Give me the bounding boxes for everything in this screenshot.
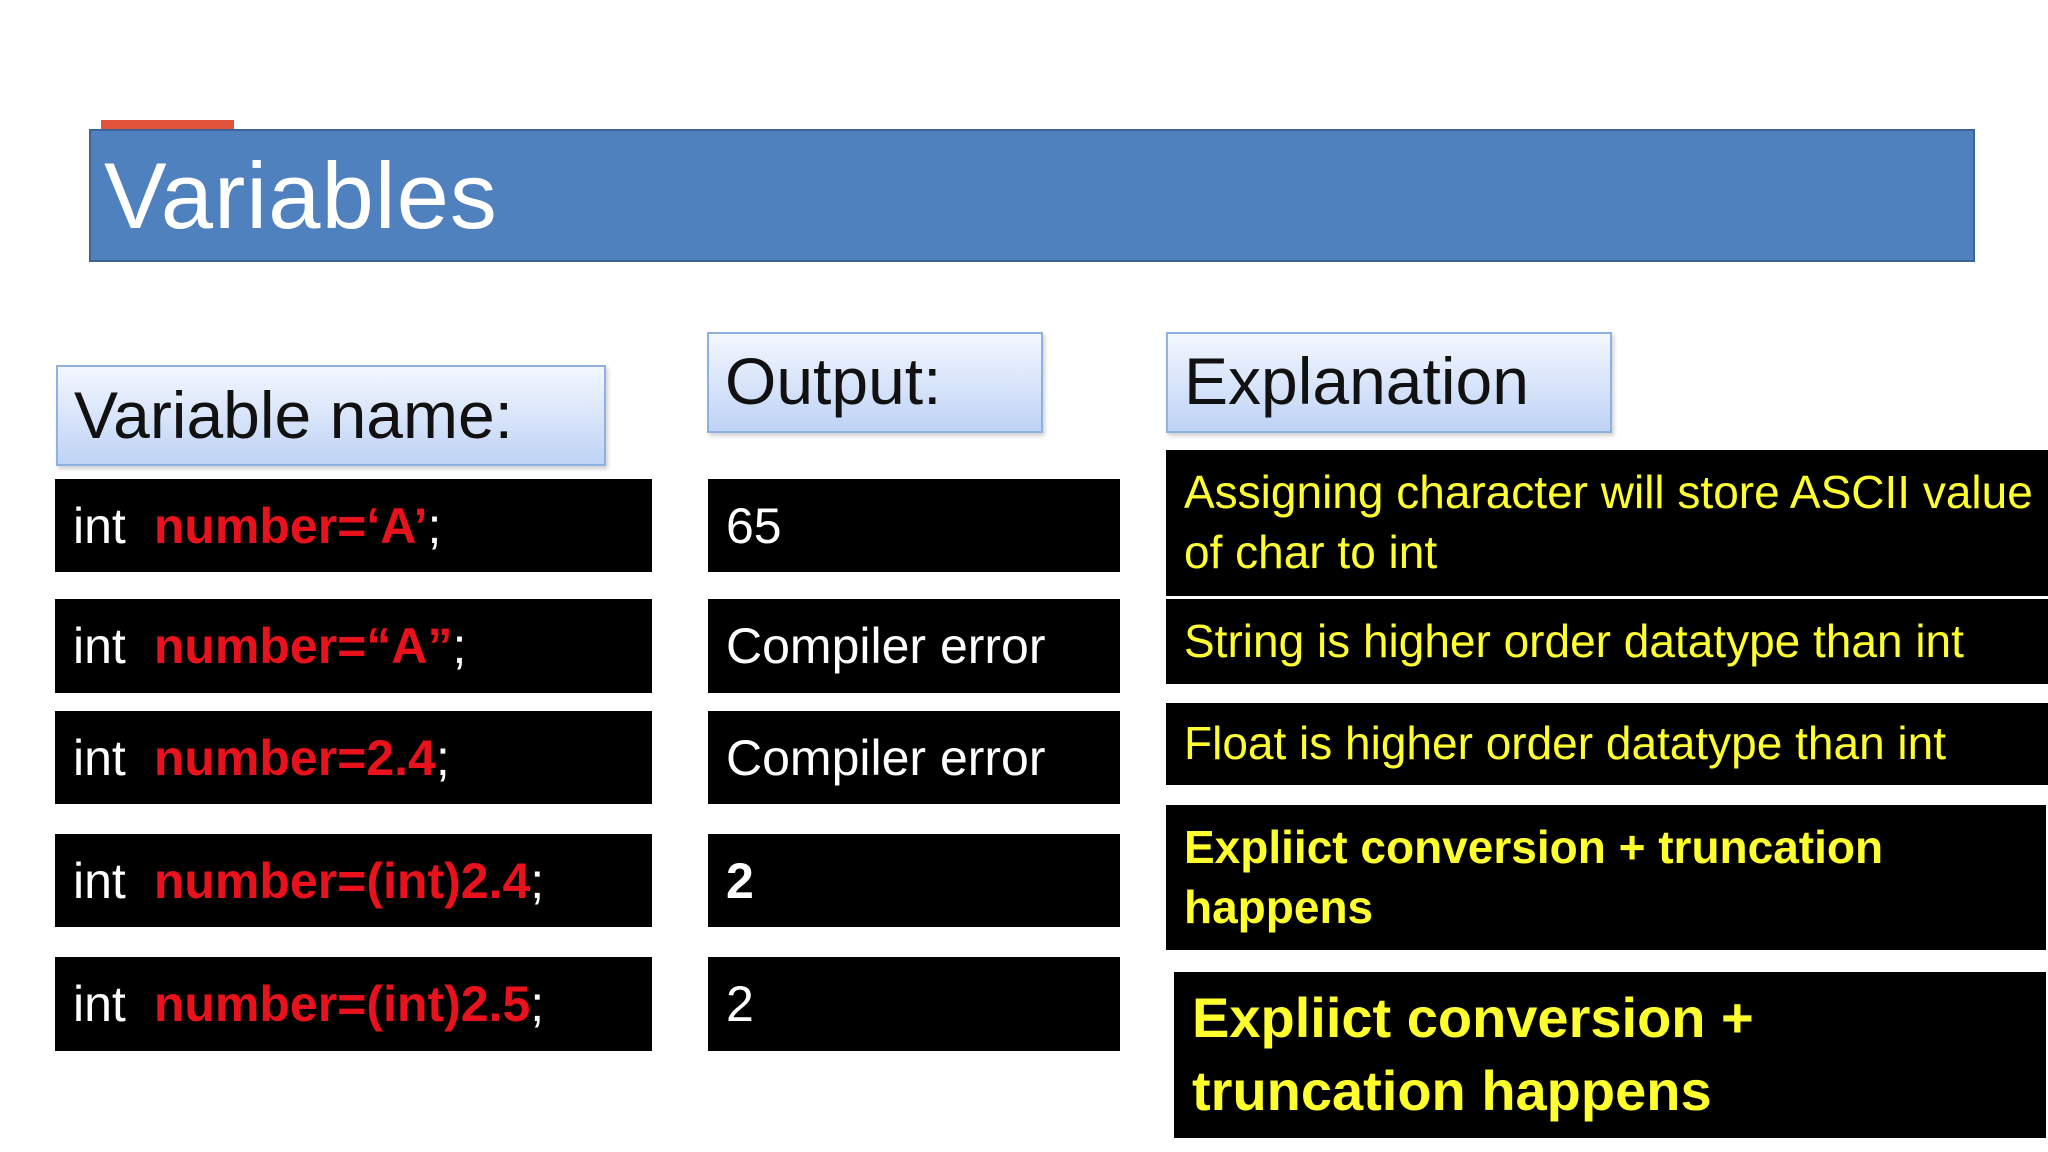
explanation-text: String is higher order datatype than int (1184, 614, 1964, 667)
code-expression: number=(int)2.5 (153, 976, 531, 1032)
semicolon: ; (435, 729, 450, 786)
explanation-cell-3: Float is higher order datatype than int (1166, 703, 2048, 785)
output-value: 2 (726, 976, 754, 1032)
code-expression: number=‘A’ (153, 497, 428, 554)
output-cell-2: Compiler error (708, 599, 1120, 693)
semicolon: ; (530, 976, 545, 1032)
slide-title: Variables (104, 143, 498, 248)
code-expression: number=2.4 (153, 729, 436, 786)
variable-cell-5: int number=(int)2.5; (55, 957, 652, 1051)
title-accent-line (101, 120, 234, 130)
output-value: Compiler error (726, 618, 1046, 674)
explanation-cell-4: Expliict conversion + truncation happens (1166, 805, 2046, 950)
header-explanation: Explanation (1166, 332, 1612, 433)
type-keyword: int (73, 497, 126, 554)
semicolon: ; (530, 852, 545, 909)
type-keyword: int (73, 976, 126, 1032)
explanation-cell-2: String is higher order datatype than int (1166, 599, 2048, 684)
explanation-text: Assigning character will store ASCII val… (1184, 466, 2033, 578)
header-variable-name: Variable name: (56, 365, 606, 466)
explanation-text: Float is higher order datatype than int (1184, 717, 1947, 770)
code-expression: number=“A” (153, 618, 453, 674)
variable-cell-4: int number=(int)2.4; (55, 834, 652, 927)
semicolon: ; (427, 497, 442, 554)
explanation-text: Expliict conversion + truncation happens (1192, 986, 1754, 1122)
header-explanation-label: Explanation (1184, 344, 1529, 418)
title-bar (89, 129, 1975, 262)
variable-cell-2: int number=“A”; (55, 599, 652, 693)
explanation-text: Expliict conversion + truncation happens (1184, 820, 1884, 933)
output-cell-5: 2 (708, 957, 1120, 1051)
output-value: 2 (726, 852, 754, 909)
explanation-cell-1: Assigning character will store ASCII val… (1166, 450, 2048, 596)
semicolon: ; (452, 618, 467, 674)
output-cell-1: 65 (708, 479, 1120, 572)
type-keyword: int (73, 618, 126, 674)
output-cell-3: Compiler error (708, 711, 1120, 804)
variable-cell-3: int number=2.4 ; (55, 711, 652, 804)
variable-cell-1: int number=‘A’; (55, 479, 652, 572)
output-value: 65 (726, 497, 782, 554)
type-keyword: int (73, 852, 126, 909)
header-output-label: Output: (725, 344, 942, 418)
output-cell-4: 2 (708, 834, 1120, 927)
output-value: Compiler error (726, 729, 1046, 786)
header-variable-name-label: Variable name: (74, 378, 514, 452)
header-output: Output: (707, 332, 1043, 433)
type-keyword: int (73, 729, 126, 786)
explanation-cell-5: Expliict conversion + truncation happens (1174, 972, 2046, 1138)
code-expression: number=(int)2.4 (153, 852, 531, 909)
